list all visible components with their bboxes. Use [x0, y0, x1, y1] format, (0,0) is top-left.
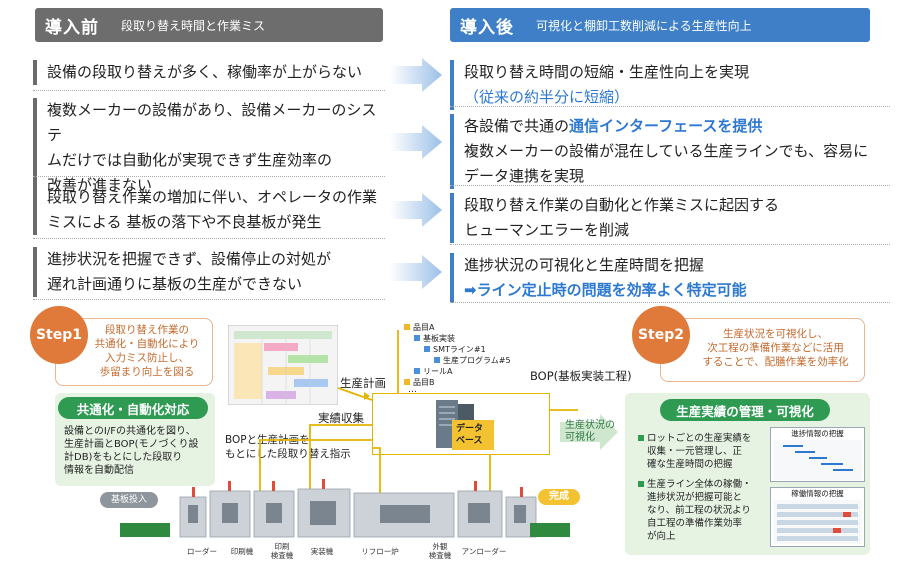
folder-icon — [414, 335, 420, 341]
before-item-2: 複数メーカーの設備があり、設備メーカーのシステ ムだけでは自動化が実現できず生産… — [33, 98, 385, 198]
separator — [450, 106, 890, 107]
folder-icon — [404, 379, 410, 385]
machine-loader: ローダー — [187, 547, 217, 556]
database-label: データ ベース — [452, 420, 494, 450]
before-item-3: 段取り替え作業の増加に伴い、オペレータの作業 ミスによる 基板の落下や不良基板が… — [33, 185, 385, 235]
bop-label: BOP(基板実装工程) — [530, 369, 632, 383]
machine-printer: 印刷機 — [230, 547, 254, 556]
machine-visual-inspection: 外観検査機 — [428, 542, 452, 560]
step2-bubble: 生産状況を可視化し、 次工程の準備作業などに活用 することで、配膳作業を効率化 — [660, 318, 865, 382]
after-item-4: 進捗状況の可視化と生産時間を把握 ➡ライン定止時の問題を効率よく特定可能 — [450, 253, 890, 303]
separator — [450, 302, 890, 303]
bullet-icon — [638, 481, 644, 487]
folder-icon — [404, 324, 410, 330]
after-item-2: 各設備で共通の通信インターフェースを提供 複数メーカーの設備が混在している生産ラ… — [450, 114, 890, 189]
production-plan-table — [228, 325, 338, 405]
right-arrow-icon — [390, 193, 442, 227]
machine-unloader: アンローダー — [461, 547, 507, 556]
step1-description: 設備とのI/Fの共通化を図り、 生産計画とBOP(モノづくり設 計DB)をもとに… — [64, 426, 199, 476]
after-title: 導入後 — [460, 17, 514, 38]
distribution-label: BOPと生産計画を もとにした段取り替え指示 — [225, 434, 351, 460]
machine-print-inspection: 印刷検査機 — [270, 542, 294, 560]
separator — [33, 238, 385, 239]
step2-title: 生産実績の管理・可視化 — [660, 399, 830, 421]
separator — [450, 244, 890, 245]
right-arrow-icon — [390, 125, 442, 159]
production-line — [120, 479, 570, 538]
folder-icon — [424, 346, 430, 352]
step1-badge: Step1 — [30, 306, 88, 364]
separator — [33, 299, 385, 300]
after-item-3: 段取り替え作業の自動化と作業ミスに起因する ヒューマンエラーを削減 — [450, 193, 890, 243]
machine-mounter: 実装機 — [310, 547, 334, 556]
before-header: 導入前 段取り替え時間と作業ミス — [35, 8, 383, 42]
after-header: 導入後 可視化と棚卸工数削減による生産性向上 — [450, 8, 870, 42]
collect-label: 実績収集 — [318, 411, 364, 425]
separator — [450, 185, 890, 186]
step2-item-1: ロットごとの生産実績を 収集・一元管理し、正 確な生産時間の把握 — [638, 432, 768, 471]
board-input-badge: 基板投入 — [100, 492, 158, 508]
visualization-label: 生産状況の 可視化 — [565, 420, 615, 443]
production-plan-label: 生産計画 — [340, 376, 386, 390]
after-subtitle: 可視化と棚卸工数削減による生産性向上 — [536, 18, 752, 33]
after-item-1: 段取り替え時間の短縮・生産性向上を実現 （従来の約半分に短縮） — [450, 60, 890, 110]
separator — [33, 90, 385, 91]
done-badge: 完成 — [538, 489, 580, 505]
bop-tree: 品目A 基板実装 SMTライン#1 生産プログラム#5 リールA 品目B … — [404, 322, 524, 395]
before-title: 導入前 — [45, 17, 99, 38]
before-subtitle: 段取り替え時間と作業ミス — [121, 18, 266, 33]
before-item-1: 設備の段取り替えが多く、稼働率が上がらない — [33, 60, 385, 85]
step2-badge: Step2 — [632, 306, 690, 364]
progress-screen: 進捗情報の把握 — [770, 427, 865, 482]
before-item-4: 進捗状況を把握できず、設備停止の対処が 遅れ計画通りに基板の生産ができない — [33, 247, 385, 297]
folder-icon — [414, 368, 420, 374]
operation-screen: 稼働情報の把握 — [770, 487, 865, 547]
right-arrow-icon — [390, 58, 442, 92]
separator — [33, 176, 385, 177]
step2-item-2: 生産ライン全体の稼働・ 進捗状況が把握可能と なり、前工程の状況より 自工程の準… — [638, 478, 768, 543]
bullet-icon — [638, 435, 644, 441]
folder-icon — [434, 357, 440, 363]
right-arrow-icon — [390, 255, 442, 289]
step1-title: 共通化・自動化対応 — [58, 397, 208, 419]
machine-reflow: リフロー炉 — [361, 547, 399, 556]
